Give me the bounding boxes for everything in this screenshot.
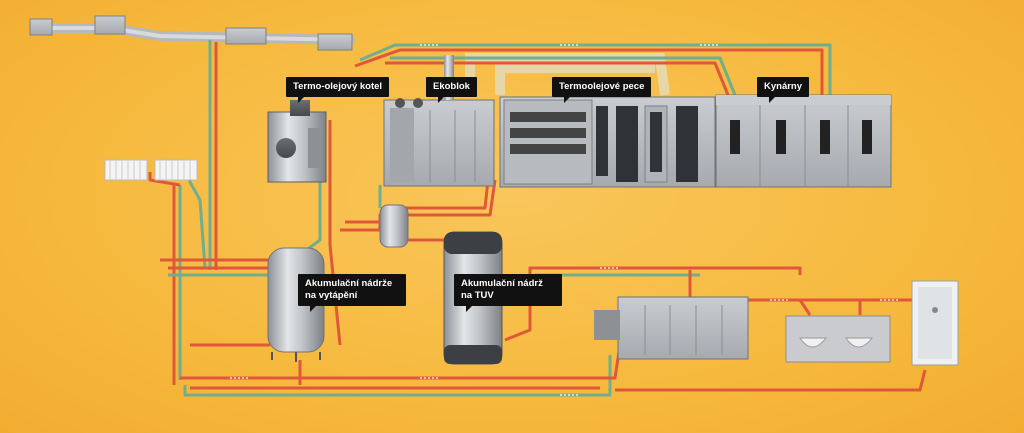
radiators <box>104 159 198 181</box>
label-ekoblok: Ekoblok <box>426 77 477 103</box>
ventilation-duct <box>29 15 355 51</box>
label-ovens: Termoolejové pece <box>552 77 652 103</box>
ekoblok-unit <box>383 55 495 187</box>
shower-cabin <box>911 280 959 366</box>
expansion-vessel <box>379 204 409 248</box>
label-boiler: Termo-olejový kotel <box>286 77 390 103</box>
thermo-oil-ovens <box>499 96 716 188</box>
thermo-oil-boiler <box>267 100 327 183</box>
label-heating-tank: Akumulační nádrže na vytápění <box>298 274 406 312</box>
washing-line <box>594 296 749 360</box>
hand-wash-sinks <box>785 315 891 363</box>
proofers <box>715 94 892 188</box>
pipe-insulation-marks <box>230 44 900 396</box>
label-tuv-tank: Akumulační nádrž na TUV <box>454 274 562 312</box>
label-proofers: Kynárny <box>757 77 810 103</box>
